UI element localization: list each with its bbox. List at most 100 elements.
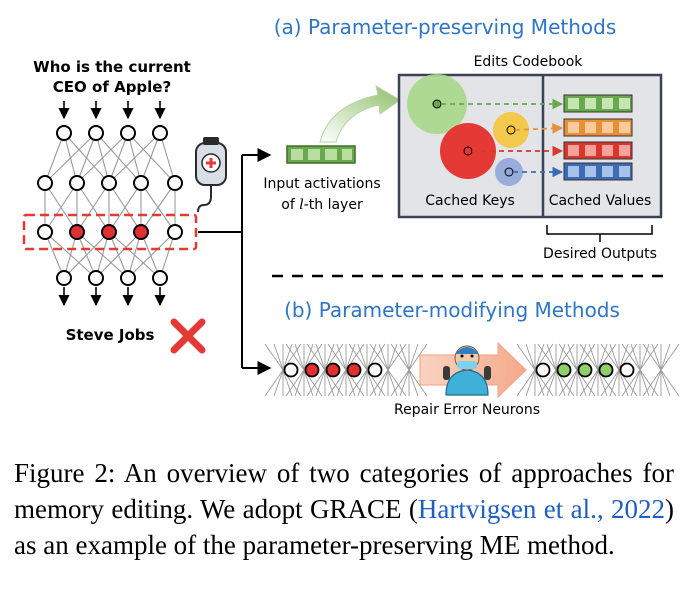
cached-values-group [563, 94, 633, 181]
network-edge [140, 132, 161, 184]
neuron [619, 362, 635, 378]
cached-value-vector [563, 141, 633, 160]
repaired-neuron [577, 362, 593, 378]
network-edge [387, 369, 398, 397]
branch-arrow-connector [198, 155, 243, 368]
network-edge [273, 343, 284, 371]
network-edge [618, 343, 629, 371]
wrong-answer: Steve Jobs [66, 326, 155, 344]
network-edge [127, 231, 176, 279]
network-edge [140, 231, 161, 279]
network-edge [567, 369, 578, 397]
network-edge [660, 343, 671, 371]
network-edge [537, 369, 557, 397]
network-edge [597, 343, 608, 371]
network-edge [264, 369, 284, 397]
network-edge [618, 369, 629, 397]
network-edge [630, 343, 641, 371]
faulty-neuron [346, 362, 362, 378]
input-label-line-2: of l-th layer [281, 197, 363, 213]
network-edge [369, 343, 389, 371]
network-edge [140, 182, 176, 233]
network-edge [408, 369, 428, 397]
network-edge [546, 343, 557, 371]
network-edge [576, 343, 587, 371]
network-edge [621, 369, 641, 397]
network-edge [621, 343, 641, 371]
desired-outputs-bracket [546, 225, 653, 242]
input-activation-vector [286, 145, 356, 164]
network-edge [95, 231, 142, 279]
network-edge [588, 369, 599, 397]
network-edge [303, 343, 314, 371]
network-edge [567, 343, 578, 371]
network-edge [600, 369, 620, 397]
network-edge [324, 343, 335, 371]
section-b-title: (b) Parameter-modifying Methods [284, 298, 620, 322]
network-edge [76, 132, 97, 184]
network-edge [537, 343, 557, 371]
network-edge [588, 343, 599, 371]
memory-editing-figure: Who is the current CEO of Apple? Steve J… [22, 15, 680, 418]
network-edge [348, 369, 368, 397]
network-edge [159, 231, 176, 279]
faulty-neuron [101, 224, 117, 240]
network-edge [306, 369, 326, 397]
faulty-neuron [325, 362, 341, 378]
network-edge [399, 369, 410, 397]
neuron [120, 125, 136, 141]
neuron [367, 362, 383, 378]
faulty-neuron [304, 362, 320, 378]
network-edge [576, 369, 587, 397]
network-edge [369, 369, 389, 397]
repaired-neuron [598, 362, 614, 378]
network-edge [285, 343, 305, 371]
network-edge [294, 369, 305, 397]
network-edge [315, 343, 326, 371]
question-line-2: CEO of Apple? [53, 78, 171, 96]
network-edge [44, 132, 65, 184]
network-edge [579, 343, 599, 371]
network-edge [408, 369, 419, 397]
network-edge [63, 231, 110, 279]
network-edge [108, 182, 142, 233]
network-edge [660, 369, 671, 397]
neuron [152, 125, 168, 141]
network-edge [327, 343, 347, 371]
network-edge [264, 343, 284, 371]
network-edge [327, 369, 347, 397]
network-edge [660, 343, 680, 371]
faulty-neuron [69, 224, 85, 240]
network-edge [597, 369, 608, 397]
network-edge [639, 369, 659, 397]
network-edge [642, 343, 662, 371]
iv-bag-icon [195, 137, 227, 213]
repaired-neuron [556, 362, 572, 378]
neuron [133, 175, 149, 191]
network-edge [387, 369, 407, 397]
network-edge [44, 182, 78, 233]
network-edge [555, 369, 566, 397]
network-edge [639, 343, 659, 371]
neuron [283, 362, 299, 378]
neuron [152, 270, 168, 286]
network-edge [558, 343, 578, 371]
network-edge [408, 343, 419, 371]
network-edge [642, 369, 662, 397]
faulty-neuron [133, 224, 149, 240]
network-edge [336, 343, 347, 371]
section-a-title: (a) Parameter-preserving Methods [274, 15, 617, 39]
citation-link[interactable]: Hartvigsen et al., 2022 [417, 494, 665, 524]
network-edge [639, 343, 650, 371]
network-edge [387, 343, 407, 371]
network-before-repair [264, 343, 428, 397]
cross-icon [170, 318, 206, 354]
neuron [101, 175, 117, 191]
cached-value-vector [563, 162, 633, 181]
neuron [167, 224, 183, 240]
network-edge [357, 369, 368, 397]
cached-keys-label: Cached Keys [425, 193, 515, 209]
network-edge [345, 369, 356, 397]
network-edge [546, 369, 557, 397]
question-line-1: Who is the current [33, 58, 191, 76]
